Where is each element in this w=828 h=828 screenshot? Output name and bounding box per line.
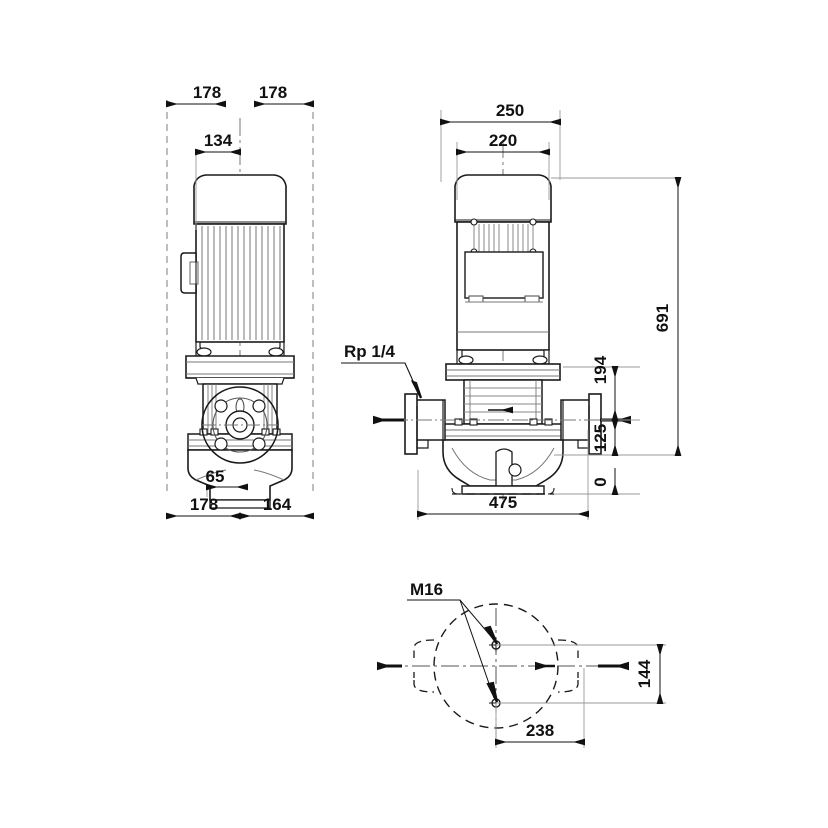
stool-flange-plate [185, 355, 295, 379]
callout-label-m16: M16 [410, 580, 443, 599]
motor-fan-cover-front [454, 174, 552, 223]
motor-bolt-right [268, 347, 284, 357]
m16-callout: M16 [407, 580, 499, 703]
volute-top-bolts [454, 418, 553, 426]
dim-label-194: 194 [591, 355, 610, 384]
callout-arrowhead-m16-lower [486, 681, 499, 703]
dim-label-691: 691 [653, 304, 672, 332]
rp14-callout: Rp 1/4 [341, 342, 423, 399]
motor-fan-cover [193, 174, 287, 225]
motor-assembly-front [454, 174, 552, 365]
front-view-dimensions: 250 220 691 194 125 0 [417, 101, 682, 520]
terminal-box-lug-left [468, 295, 484, 303]
pump-volute-front [373, 393, 631, 495]
dim-label-134: 134 [204, 131, 233, 150]
motor-cooling-fins [201, 226, 281, 340]
left-view-dimensions: 178 178 134 65 178 164 [166, 83, 314, 520]
dim-label-475: 475 [489, 493, 517, 512]
motor-bolt-front-left [458, 355, 474, 365]
dim-label-250: 250 [496, 101, 524, 120]
callout-leader-m16-lower [459, 599, 495, 699]
coupling-lantern-front [463, 379, 543, 425]
dim-group-144: 144 [496, 644, 666, 704]
motor-assembly-side [180, 174, 287, 357]
left-side-view: 178 178 134 65 178 164 [166, 83, 314, 520]
motor-stool-flange-side [185, 355, 295, 385]
dim-label-178-base: 178 [190, 495, 218, 514]
seal-boss [495, 448, 513, 487]
motor-stool-flange-front [445, 363, 561, 381]
envelope-dashed-lines [166, 100, 314, 492]
terminal-box-detail [189, 261, 199, 285]
dim-label-125: 125 [591, 424, 610, 452]
dim-label-238: 238 [526, 721, 554, 740]
bottom-port-left-lower [413, 680, 435, 693]
lantern-ribs [207, 384, 273, 434]
flange-bolt-holes [214, 399, 266, 451]
suction-flange [404, 393, 418, 455]
bottom-view: M16 144 238 [377, 580, 666, 748]
terminal-box-front [464, 251, 544, 299]
stool-flange-front [445, 363, 561, 381]
dim-label-178-left: 178 [193, 83, 221, 102]
callout-label-rp14: Rp 1/4 [344, 342, 396, 361]
motor-bolt-front-right [532, 355, 548, 365]
motor-stator-housing [195, 223, 285, 343]
dim-label-0: 0 [591, 477, 610, 486]
dim-label-220: 220 [489, 131, 517, 150]
front-view: Rp 1/4 250 220 691 [341, 101, 682, 520]
dim-label-144: 144 [635, 659, 654, 688]
lantern-front-body [463, 379, 543, 425]
dim-label-65: 65 [206, 467, 225, 486]
dim-label-164: 164 [263, 495, 292, 514]
dim-group-238: 238 [495, 668, 585, 748]
callout-arrowhead-rp14 [410, 380, 423, 399]
bottom-port-right-upper [557, 639, 579, 652]
volute-top-band [442, 423, 564, 441]
motor-bolt-left [196, 347, 212, 357]
stool-flange-underside [186, 377, 294, 385]
dim-label-178-right: 178 [259, 83, 287, 102]
bottom-port-left-upper [413, 639, 435, 652]
bottom-port-right-lower [557, 680, 579, 693]
callout-arrowhead-m16-upper [484, 625, 499, 645]
terminal-box-lug-right [524, 295, 540, 303]
motor-fins-front [473, 224, 534, 252]
pump-base-side [209, 499, 271, 509]
drain-plug [508, 463, 522, 477]
